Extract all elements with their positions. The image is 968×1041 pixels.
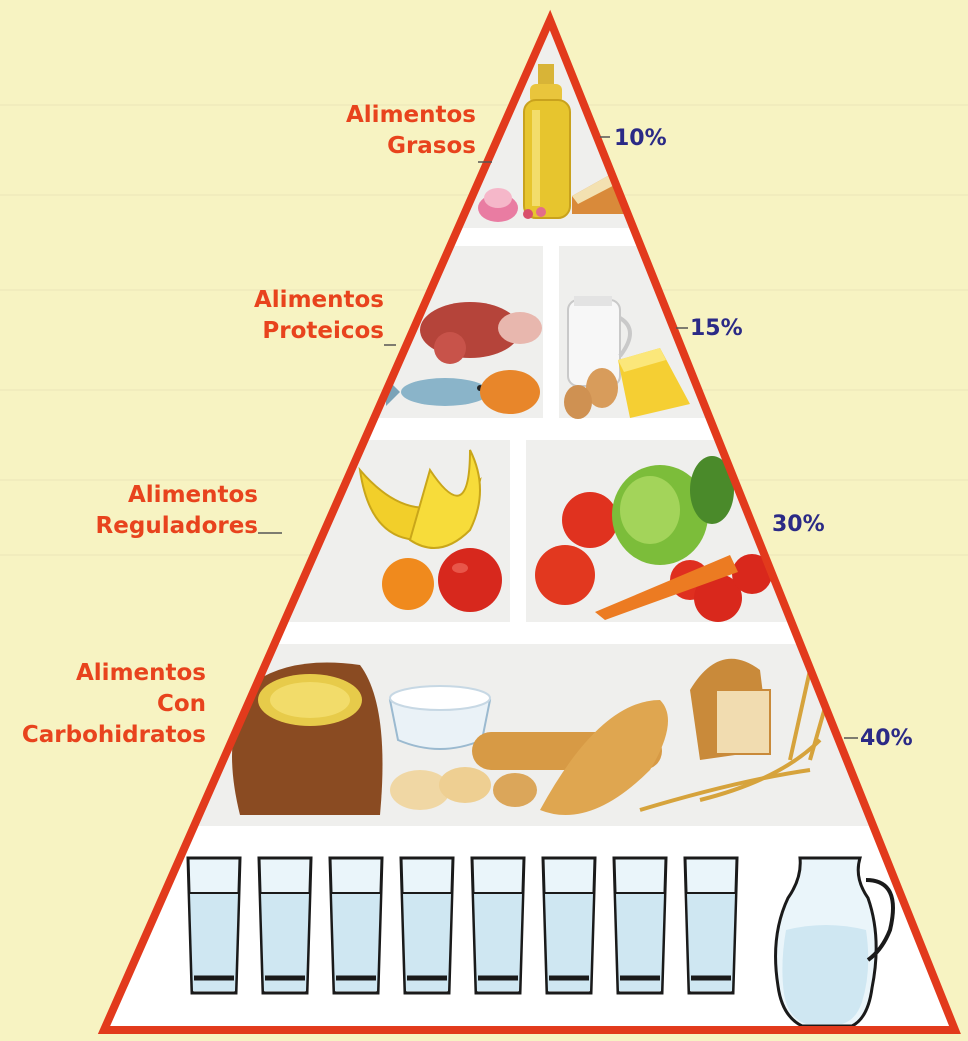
tier-label-line: Grasos — [346, 131, 476, 162]
tier-percent-carbohydrates: 40% — [860, 726, 913, 751]
water-glass-icon — [401, 858, 453, 993]
bread-loaf-icon — [690, 659, 770, 760]
orange-icon — [382, 558, 434, 610]
tier-label-line: Proteicos — [254, 316, 384, 347]
tier-label-line: Alimentos — [254, 285, 384, 316]
tier-label-regulators: Alimentos Reguladores — [96, 480, 258, 542]
water-glass-icon — [685, 858, 737, 993]
tier-percent-proteins: 15% — [690, 316, 743, 341]
tier-percent-regulators: 30% — [772, 512, 825, 537]
tier-label-line: Reguladores — [96, 511, 258, 542]
water-glass-icon — [259, 858, 311, 993]
shelf-divider — [0, 826, 968, 850]
shelf-divider — [543, 246, 559, 418]
tier-label-proteins: Alimentos Proteicos — [254, 285, 384, 347]
shelf-divider — [0, 228, 968, 246]
tier-label-line: Alimentos — [96, 480, 258, 511]
water-glass-icon — [188, 858, 240, 993]
tier-label-line: Carbohidratos — [22, 720, 206, 751]
tier-label-carbohydrates: Alimentos Con Carbohidratos — [22, 658, 206, 751]
water-glass-icon — [472, 858, 524, 993]
tier-label-fats: Alimentos Grasos — [346, 100, 476, 162]
apple-icon — [438, 548, 502, 612]
shelf-divider — [0, 622, 968, 644]
tier-label-line: Alimentos — [22, 658, 206, 689]
water-glass-icon — [543, 858, 595, 993]
water-glass-icon — [330, 858, 382, 993]
shelf-divider — [0, 418, 968, 440]
water-glass-icon — [614, 858, 666, 993]
tier-percent-fats: 10% — [614, 126, 667, 151]
tier-label-line: Con — [22, 689, 206, 720]
rice-bowl-icon — [390, 686, 490, 749]
tier-label-line: Alimentos — [346, 100, 476, 131]
shelf-divider — [510, 440, 526, 622]
